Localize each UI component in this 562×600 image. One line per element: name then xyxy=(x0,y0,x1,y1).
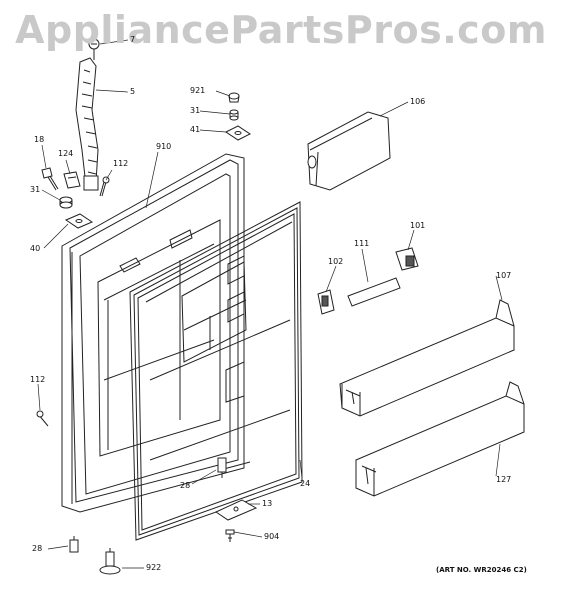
callout-label[interactable]: 24 xyxy=(300,479,311,488)
callout-label[interactable]: 40 xyxy=(30,244,41,253)
top-screw-part[interactable] xyxy=(99,176,110,197)
callout-label[interactable]: 107 xyxy=(496,271,512,280)
trim-end-left-part[interactable] xyxy=(317,289,335,315)
upper-door-bin-part[interactable] xyxy=(339,299,515,417)
callout-label[interactable]: 106 xyxy=(410,97,426,106)
callout-label[interactable]: 124 xyxy=(58,149,74,158)
callout-label[interactable]: 112 xyxy=(113,159,129,168)
bushing-left-part[interactable] xyxy=(59,196,73,209)
lower-screw-part[interactable] xyxy=(36,410,49,427)
dairy-door-part[interactable] xyxy=(307,111,391,191)
callout-label[interactable]: 127 xyxy=(496,475,512,484)
callout-label[interactable]: 28 xyxy=(32,544,43,553)
trim-bar-part[interactable] xyxy=(347,277,401,307)
lower-door-bin-part[interactable] xyxy=(355,381,525,497)
bushing-top-part[interactable] xyxy=(229,109,239,121)
callout-label[interactable]: 111 xyxy=(354,239,370,248)
leveling-leg-part[interactable] xyxy=(99,548,121,575)
hinge-screw-part[interactable] xyxy=(88,38,100,60)
callout-label[interactable]: 921 xyxy=(190,86,206,95)
callout-label[interactable]: 922 xyxy=(146,563,162,572)
callout-label[interactable]: 13 xyxy=(262,499,273,508)
callout-label[interactable]: 112 xyxy=(30,375,46,384)
leader-lines xyxy=(37,39,503,569)
bushing-bottom-part[interactable] xyxy=(69,536,79,553)
callout-label[interactable]: 28 xyxy=(180,481,191,490)
door-panel-part[interactable] xyxy=(61,153,245,513)
callout-label[interactable]: 31 xyxy=(190,106,201,115)
bushing-center-part[interactable] xyxy=(217,457,227,478)
callout-label[interactable]: 7 xyxy=(130,35,136,44)
bottom-hinge-part[interactable] xyxy=(214,499,258,521)
callout-label[interactable]: 101 xyxy=(410,221,426,230)
bottom-hinge-screw-part[interactable] xyxy=(225,529,235,542)
callout-label[interactable]: 41 xyxy=(190,125,201,134)
callout-label[interactable]: 102 xyxy=(328,257,344,266)
art-number-label: (ART NO. WR20246 C2) xyxy=(436,566,527,574)
shim-part[interactable] xyxy=(63,171,81,189)
door-plate-part[interactable] xyxy=(64,213,94,229)
trim-end-right-part[interactable] xyxy=(395,247,419,271)
callout-label[interactable]: 18 xyxy=(34,135,45,144)
callout-label[interactable]: 910 xyxy=(156,142,172,151)
watermark-logo-text: AppliancePartsPros.com xyxy=(15,8,547,52)
callout-label[interactable]: 31 xyxy=(30,185,41,194)
callout-label[interactable]: 5 xyxy=(130,87,136,96)
door-gasket-part[interactable] xyxy=(129,201,303,541)
callout-label[interactable]: 904 xyxy=(264,532,280,541)
hinge-part[interactable] xyxy=(75,57,99,191)
hinge-cap-part[interactable] xyxy=(228,92,240,103)
hinge-pin-part[interactable] xyxy=(41,167,59,191)
top-plate-part[interactable] xyxy=(225,125,251,141)
